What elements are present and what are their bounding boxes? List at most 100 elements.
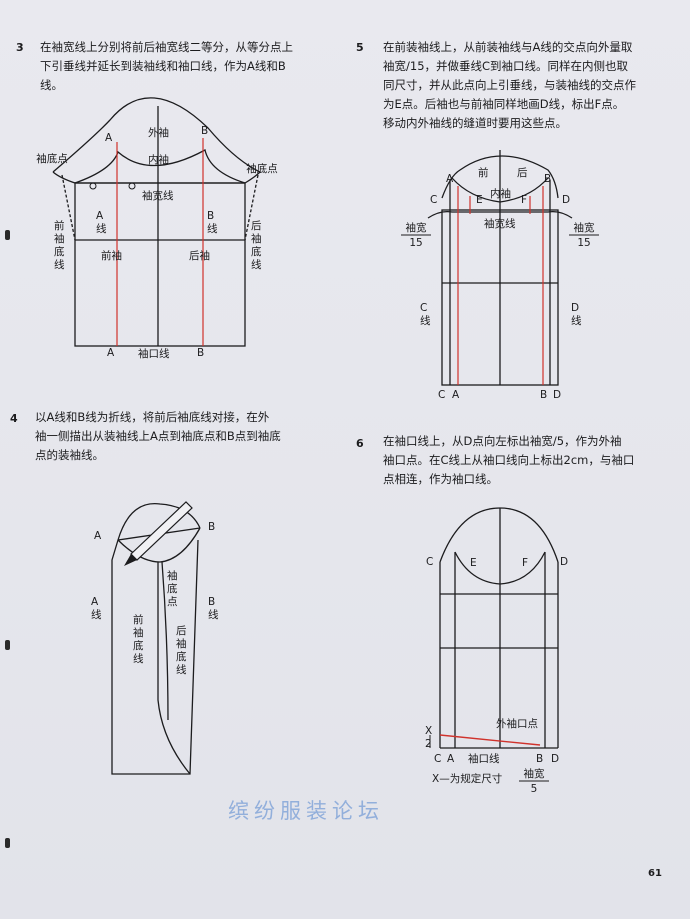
label-d: D	[562, 194, 570, 206]
label-e: E	[476, 194, 483, 206]
pencil-icon	[124, 501, 193, 566]
label-sleeve-bottom-point: 袖底点	[167, 570, 178, 608]
label-back-sleeve: 后袖	[189, 250, 210, 262]
sleeve-cap-inner-curve	[74, 149, 246, 184]
sleeve-cap-top	[439, 507, 559, 563]
label-front-underseam: 前袖底线	[54, 220, 65, 271]
label-outer-sleeve: 外袖	[148, 126, 169, 139]
label-f: F	[522, 557, 528, 569]
label-front-underseam-4: 前袖底线	[133, 614, 144, 665]
label-bot-a: A	[447, 753, 455, 765]
label-sleeve-bottom-right: 袖底点	[246, 162, 278, 175]
label-sleeve-bottom-left: 袖底点	[36, 152, 68, 165]
label-bot-d: D	[553, 389, 561, 401]
label-d-line: D线	[571, 302, 582, 327]
text-line: 袖宽/15，并做垂线C到袖口线。同样在内侧也取	[383, 59, 629, 73]
label-x: X	[425, 725, 432, 737]
label-d: D	[560, 556, 568, 568]
frac-bottom: 5	[531, 783, 538, 795]
label-sleeve-width-line: 袖宽线	[142, 189, 174, 202]
text-line: 袖一侧描出从装袖线上A点到袖底点和B点到袖底	[35, 429, 281, 443]
step-4-number: 4	[10, 412, 18, 425]
label-inner: 内袖	[490, 187, 511, 200]
frac-top: 袖宽	[524, 767, 545, 780]
label-a: A	[94, 530, 102, 542]
notch-mark	[128, 182, 136, 190]
text-line: 在袖口线上，从D点向左标出袖宽/5，作为外袖	[383, 434, 622, 448]
label-back-underseam-4: 后袖底线	[176, 625, 187, 676]
label-a-top: A	[105, 132, 113, 144]
sleeve-width-guide	[427, 210, 573, 219]
label-e: E	[470, 557, 477, 569]
text-line: 在前装袖线上，从前装袖线与A线的交点向外量取	[383, 40, 633, 54]
step-6-number: 6	[356, 437, 364, 450]
label-sleeve-width: 袖宽线	[484, 217, 516, 230]
text-line: 下引垂线并延长到装袖线和袖口线，作为A线和B	[40, 59, 286, 73]
step-6-text: 在袖口线上，从D点向左标出袖宽/5，作为外袖 袖口点。在C线上从袖口线向上标出2…	[383, 432, 634, 489]
underseam-guide	[244, 174, 259, 241]
label-b: B	[208, 521, 215, 533]
label-a: A	[446, 173, 454, 185]
label-bot-b: B	[540, 389, 547, 401]
label-c: C	[430, 194, 437, 206]
text-line: 移动内外袖线的缝道时要用这些点。	[383, 116, 567, 130]
frac-left-top: 袖宽	[406, 221, 427, 234]
underseam-fold	[157, 562, 191, 775]
label-b-line-4: B线	[208, 596, 219, 621]
label-back: 后	[517, 167, 528, 179]
label-hem-line: 袖口线	[138, 347, 170, 360]
label-b: B	[544, 173, 551, 185]
sleeve-block-outline	[74, 182, 246, 347]
step-3-text: 在袖宽线上分别将前后袖宽线二等分，从等分点上 下引垂线并延长到装袖线和袖口线，作…	[40, 38, 293, 95]
watermark: 缤纷服装论坛	[228, 799, 384, 823]
underseam-guide	[61, 174, 76, 241]
frac-left-bottom: 15	[409, 237, 422, 249]
label-front-sleeve-text: 前袖	[101, 250, 122, 262]
frac-right-top: 袖宽	[574, 221, 595, 234]
step-4-text: 以A线和B线为折线，将前后袖底线对接，在外 袖一侧描出从装袖线上A点到袖底点和B…	[35, 408, 281, 465]
new-hem-line	[439, 734, 541, 746]
step-5-text: 在前装袖线上，从前装袖线与A线的交点向外量取 袖宽/15，并做垂线C到袖口线。同…	[383, 38, 636, 133]
label-a-bottom: A	[107, 347, 115, 359]
text-line: 点的装袖线。	[35, 448, 104, 462]
label-a-line-4: A线	[91, 596, 102, 621]
text-line: 在袖宽线上分别将前后袖宽线二等分，从等分点上	[40, 40, 293, 54]
notch-mark	[89, 182, 97, 190]
label-b-bottom: B	[197, 347, 204, 359]
label-x-denominator: 2	[425, 738, 432, 750]
folded-sleeve-outline	[111, 539, 199, 775]
label-bot-d: D	[551, 753, 559, 765]
text-line: 同尺寸，并从此点向上引垂线，与装袖线的交点作	[383, 78, 636, 92]
label-b-top: B	[201, 125, 208, 137]
label-c-line: C线	[420, 302, 431, 327]
sleeve-cap-bottom	[117, 527, 201, 563]
back-underseam-curve	[161, 561, 169, 721]
label-note: X—为规定尺寸	[432, 772, 502, 785]
label-bot-b: B	[536, 753, 543, 765]
label-c: C	[426, 556, 433, 568]
text-line: 袖口点。在C线上从袖口线向上标出2cm，与袖口	[383, 453, 635, 467]
step-5-number: 5	[356, 41, 364, 54]
text-line: 线。	[40, 78, 63, 92]
label-f: F	[521, 194, 527, 206]
label-back-underseam: 后袖底线	[251, 220, 262, 271]
label-outer-hem-point: 外袖口点	[496, 717, 538, 730]
page-number: 61	[648, 868, 662, 879]
sleeve-cap-outer-curve	[52, 97, 261, 173]
step-3-number: 3	[16, 41, 24, 54]
label-bot-c: C	[438, 389, 445, 401]
label-bot-a: A	[452, 389, 460, 401]
text-line: 点相连，作为袖口线。	[383, 472, 498, 486]
label-hem-line: 袖口线	[468, 752, 500, 765]
binding-hole	[5, 640, 10, 650]
sleeve-cap-curve	[441, 155, 559, 199]
text-line: 以A线和B线为折线，将前后袖底线对接，在外	[35, 410, 270, 424]
label-bot-c: C	[434, 753, 441, 765]
sleeve-cap-top	[117, 503, 201, 541]
text-line: 为E点。后袖也与前袖同样地画D线，标出F点。	[383, 97, 625, 111]
frac-right-bottom: 15	[577, 237, 590, 249]
